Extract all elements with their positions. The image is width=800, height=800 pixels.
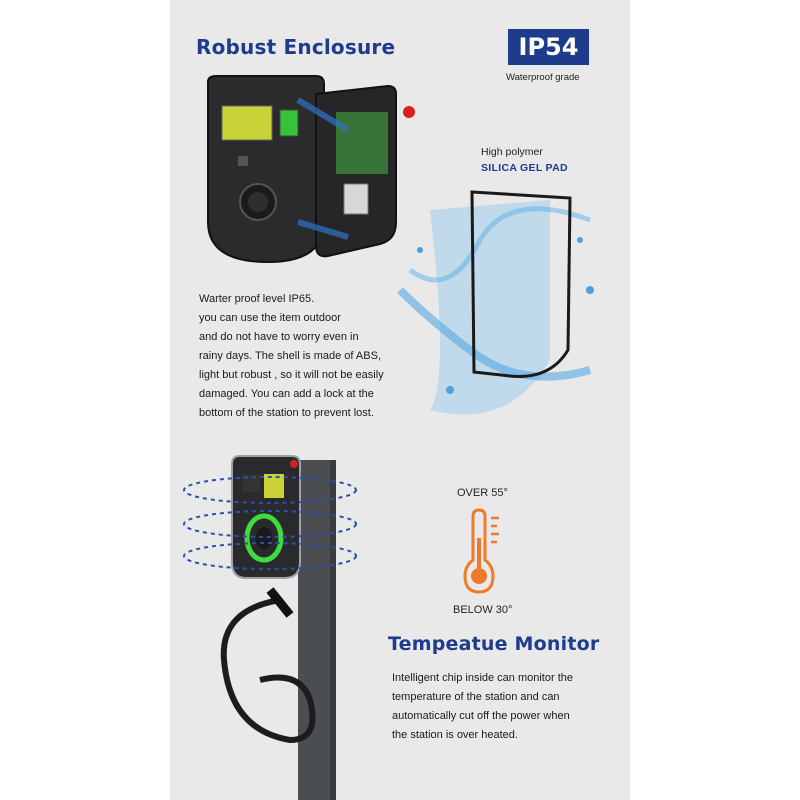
description-line: temperature of the station and can	[392, 691, 560, 703]
description-line: and do not have to worry even in	[199, 331, 359, 343]
ip-rating-badge: IP54	[508, 29, 589, 65]
thermometer-icon	[463, 508, 499, 594]
pad-label-line1: High polymer	[481, 146, 543, 158]
description-line: rainy days. The shell is made of ABS,	[199, 350, 381, 362]
monitor-description: Intelligent chip inside can monitor the …	[392, 669, 573, 745]
rotation-arrow-icon	[183, 476, 357, 570]
ip-caption: Waterproof grade	[506, 72, 580, 83]
over-temp-label: OVER 55°	[457, 487, 508, 499]
description-line: Warter proof level IP65.	[199, 293, 315, 305]
product-panel: Robust Enclosure IP54 Waterproof grade H…	[170, 0, 630, 800]
description-line: the station is over heated.	[392, 729, 518, 741]
pole-charger-illustration	[183, 455, 357, 800]
description-line: bottom of the station to prevent lost.	[199, 407, 374, 419]
description-line: light but robust , so it will not be eas…	[199, 369, 384, 381]
below-temp-label: BELOW 30°	[453, 604, 513, 616]
description-line: you can use the item outdoor	[199, 312, 341, 324]
enclosure-title: Robust Enclosure	[196, 35, 396, 59]
enclosure-description: Warter proof level IP65. you can use the…	[199, 290, 384, 423]
pad-label-line2: SILICA GEL PAD	[481, 162, 568, 174]
water-splash-illustration	[397, 190, 594, 415]
open-charger-illustration	[207, 75, 415, 264]
description-line: damaged. You can add a lock at the	[199, 388, 374, 400]
description-line: automatically cut off the power when	[392, 710, 570, 722]
description-line: Intelligent chip inside can monitor the	[392, 672, 573, 684]
monitor-title: Tempeatue Monitor	[388, 633, 600, 655]
